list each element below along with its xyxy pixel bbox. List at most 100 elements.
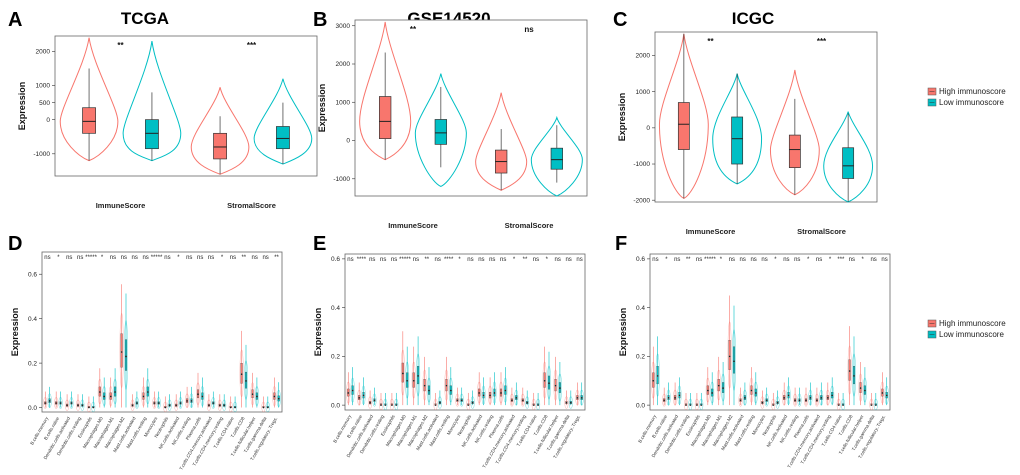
median-point [885,394,888,397]
x-category-label: StromalScore [505,221,554,230]
significance-label: ***** [85,255,97,261]
median-point [136,402,138,404]
median-point [262,406,265,409]
violin-low [414,73,467,187]
median-point [783,397,785,399]
significance-label: ns [489,257,495,263]
significance-label: ns [478,257,484,263]
median-point [81,404,84,407]
median-point [733,360,735,363]
median-point [109,395,112,398]
significance-label: * [221,255,224,261]
significance-label: ns [142,255,148,261]
median-point [750,389,753,392]
significance-label: ns [380,257,386,263]
median-point [59,402,62,404]
significance-label: * [774,257,777,263]
significance-label: ns [849,257,855,263]
box-high [213,132,227,160]
significance-label: ** [686,257,691,263]
median-point [223,404,225,407]
significance-label: ** [424,257,429,263]
median-point [212,402,215,404]
median-point [406,379,408,382]
box-low [145,119,159,150]
median-point [576,397,579,399]
median-point [761,401,764,404]
y-tick-label: 0.0 [636,402,645,409]
median-point [229,406,232,409]
median-point [103,395,105,398]
median-point [787,394,790,397]
significance-label: ns [347,257,353,263]
median-point [391,404,393,406]
significance-label: ns [391,257,397,263]
median-point [175,404,177,407]
median-point [848,370,851,372]
significance-label: ns [186,255,192,261]
significance-label: ns [252,255,258,261]
significance-label: ns [44,255,50,261]
median-point [267,406,269,409]
median-point [478,392,480,394]
median-point [77,404,79,407]
panel-letter: B [313,9,327,31]
x-category-label: ImmuneScore [388,221,438,230]
box-high [82,107,96,134]
panel-letter: F [615,233,627,255]
median-point [504,389,507,392]
significance-label: ** [523,257,528,263]
median-point [168,404,171,407]
y-tick-label: 0 [346,138,350,145]
box-high [728,340,731,370]
significance-label: ** [241,255,246,261]
significance-label: ns [533,257,539,263]
median-point [559,387,561,389]
median-point [881,392,884,394]
significance-label: ns [674,257,680,263]
median-point [667,397,670,399]
median-point [511,399,513,402]
violin-low [253,78,313,165]
median-point [190,400,193,402]
violin-high [769,69,820,196]
median-point [240,373,243,376]
box-low [656,366,659,385]
significance-label: ns [208,255,214,261]
median-point [395,404,398,406]
violin-high [190,87,250,175]
y-tick-label: -1000 [33,151,50,158]
panel-letter: C [613,9,627,31]
significance-label: ***** [399,257,411,263]
y-tick-label: 2000 [636,53,651,60]
median-point [493,392,496,394]
median-point [273,395,276,398]
significance-label: ns [576,257,582,263]
box-high [240,363,243,384]
y-tick-label: 0.6 [331,256,340,263]
median-point [44,402,47,404]
significance-label: ns [729,257,735,263]
median-point [471,401,474,404]
median-point [809,397,812,399]
significance-label: * [57,255,60,261]
box-high [401,362,404,383]
median-point [114,391,116,393]
y-tick-label: 2000 [336,61,351,68]
y-axis-label: Expression [317,84,327,133]
significance-label: *** [837,257,845,263]
median-point [251,393,254,396]
median-point [870,404,873,406]
y-axis-label: Expression [313,308,323,357]
y-tick-label: 0.4 [636,305,645,312]
panel-F: F0.00.20.40.6ExpressionnsB.cells.memory*… [615,233,891,469]
box-low [732,346,736,374]
panel-title: TCGA [121,9,169,28]
median-point [277,397,280,400]
median-point [402,372,404,375]
y-tick-label: 0.2 [636,354,645,361]
median-point [197,393,199,396]
median-point [765,399,768,402]
